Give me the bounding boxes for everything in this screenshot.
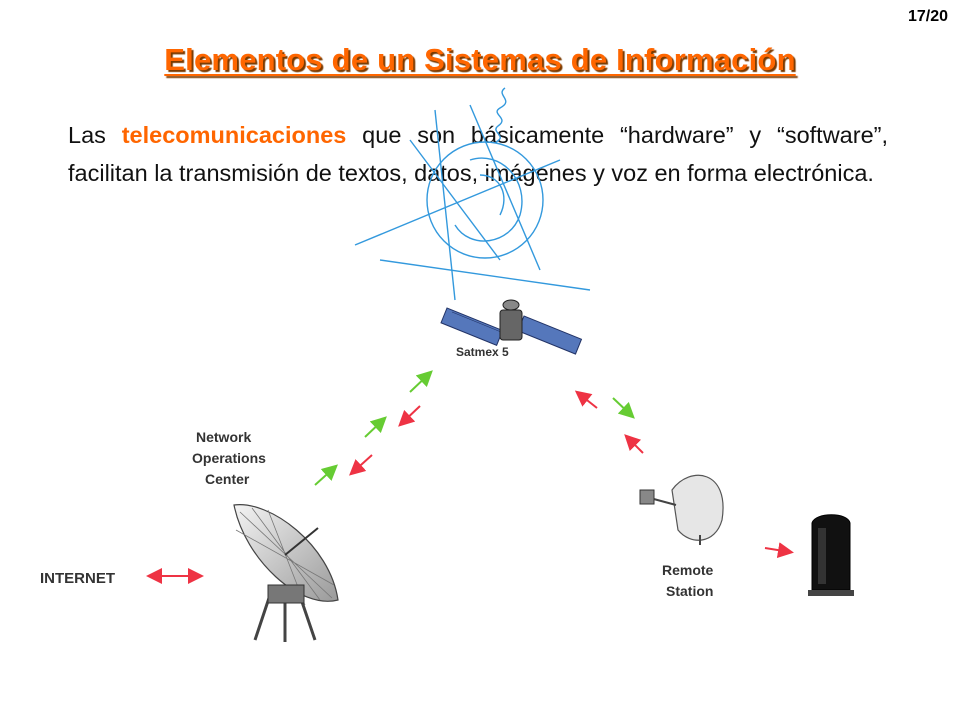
- remote-label-line2: Station: [666, 583, 713, 599]
- satellite-icon: [440, 299, 583, 355]
- downlink-arrows: [349, 405, 421, 476]
- ground-dish-antenna-icon: [233, 504, 339, 642]
- body-text-part2: que son básicamente “hardware” y “softwa…: [68, 122, 888, 186]
- noc-label-line1: Network: [196, 429, 251, 445]
- internet-label: INTERNET: [40, 570, 115, 587]
- body-paragraph: Las telecomunicaciones que son básicamen…: [68, 116, 888, 192]
- uplink-arrows: [314, 370, 433, 486]
- body-text-part1: Las: [68, 122, 122, 148]
- telecom-highlight: telecomunicaciones: [121, 122, 347, 148]
- satellite-label: Satmex 5: [456, 345, 509, 359]
- noc-label-line2: Operations: [192, 450, 266, 466]
- noc-label-line3: Center: [205, 471, 250, 487]
- page-number: 17/20: [907, 8, 948, 25]
- remote-label-line1: Remote: [662, 562, 714, 578]
- remote-to-modem-arrow: [764, 542, 794, 559]
- handdrawn-sketch: [354, 87, 591, 301]
- satellite-remote-downlink-arrows: [574, 390, 644, 454]
- modem-device-icon: [808, 514, 854, 596]
- slide-title: Elementos de un Sistemas de Información: [164, 42, 796, 77]
- satellite-remote-uplink-arrow: [612, 397, 635, 419]
- remote-dish-antenna-icon: [639, 474, 724, 545]
